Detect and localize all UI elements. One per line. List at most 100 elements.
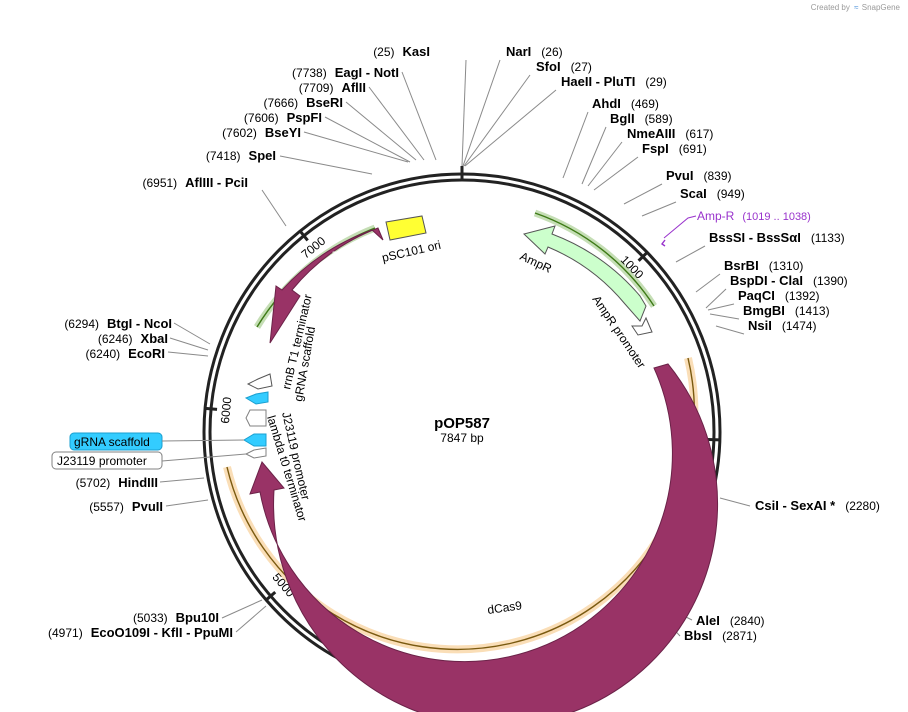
site-name: HindIII (118, 475, 158, 490)
site-name: BsrBI (724, 258, 759, 273)
site-position: (5033) (133, 611, 168, 625)
site-position: (1474) (782, 319, 817, 333)
callout-grna-box (69, 432, 163, 451)
site-leader (462, 59, 501, 167)
primer-name: Amp-R (697, 209, 735, 223)
site-leader (159, 477, 205, 483)
feature-arrow-j23119-1 (245, 409, 267, 427)
restriction-site: CsiI - SexAI *(2280) (755, 498, 880, 513)
site-position: (1390) (813, 274, 848, 288)
site-leader (623, 183, 663, 205)
restriction-site: BbsI(2871) (684, 628, 757, 643)
restriction-sites: (25) KasI NarI(26)SfoI(27)HaeII - PluTI (29… (48, 44, 880, 643)
restriction-site: (7738)EagI - NotI (292, 65, 399, 80)
site-name: AflII (341, 80, 366, 95)
restriction-site: BspDI - ClaI(1390) (730, 273, 848, 288)
primer-amp-r: Amp-R (1019 .. 1038) (660, 209, 811, 247)
site-position: (469) (631, 97, 659, 111)
primer-label: Amp-R (1019 .. 1038) (697, 209, 811, 223)
site-position: (7666) (263, 96, 298, 110)
site-name: EcoRI (128, 346, 165, 361)
snapgene-credit: Created by ≈ SnapGene (811, 3, 900, 12)
feature-label-psc101: pSC101 ori (381, 238, 443, 265)
site-position: (1392) (785, 289, 820, 303)
site-leader (707, 303, 735, 311)
restriction-site: (25) KasI (373, 44, 430, 59)
site-leader (461, 59, 467, 167)
restriction-site: NarI(26) (506, 44, 563, 59)
site-position: (2280) (845, 499, 880, 513)
site-name: AleI (696, 613, 720, 628)
site-name: SpeI (249, 148, 276, 163)
site-leader (464, 89, 557, 167)
primer-range: (1019 .. 1038) (742, 211, 811, 223)
feature-arrow-grna-2 (243, 433, 267, 447)
site-leader (169, 337, 209, 351)
tick-mark (265, 590, 277, 602)
site-name: BbsI (684, 628, 712, 643)
site-position: (29) (645, 75, 666, 89)
feature-label-ampr: AmpR (518, 249, 554, 276)
site-name: PaqCI (738, 288, 775, 303)
restriction-site: (7666)BseRI (263, 95, 343, 110)
feature-arrow-j23119-2 (244, 447, 267, 459)
site-leader (167, 351, 209, 357)
site-position: (6294) (64, 317, 99, 331)
feature-arrow-ampr (523, 225, 647, 322)
site-position: (7606) (244, 111, 279, 125)
restriction-site: BssSI - BssSαI(1133) (709, 230, 845, 245)
site-position: (949) (717, 187, 745, 201)
restriction-site: (6240)EcoRI (85, 346, 165, 361)
site-name: BssSI - BssSαI (709, 230, 801, 245)
restriction-site: SfoI(27) (536, 59, 592, 74)
site-leader (324, 116, 411, 163)
site-position: (839) (703, 169, 731, 183)
site-leader (675, 245, 706, 263)
restriction-site: PvuI (839) (666, 168, 731, 183)
restriction-site: (7602) BseYI (222, 125, 301, 140)
site-leader (235, 605, 267, 633)
site-leader (221, 599, 263, 619)
site-position: (4971) (48, 626, 83, 640)
site-position: (7709) (299, 81, 334, 95)
site-leader (165, 499, 209, 507)
site-leader (401, 71, 437, 161)
restriction-site: (6951)AflIII - PciI (142, 175, 248, 190)
site-leader (463, 74, 531, 167)
restriction-site: PaqCI (1392) (738, 288, 820, 303)
restriction-site: AhdI (469) (592, 96, 659, 111)
feature-arrow-rrnb (246, 373, 273, 390)
restriction-site: NsiI(1474) (748, 318, 817, 333)
site-position: (25) (373, 45, 394, 59)
feature-label-dcas9: dCas9 (486, 598, 523, 617)
site-position: (7738) (292, 66, 327, 80)
site-position: (7418) (206, 149, 241, 163)
site-position: (617) (685, 127, 713, 141)
plasmid-name: pOP587 (434, 415, 490, 432)
site-name: KasI (403, 44, 430, 59)
tick-label: 6000 (218, 396, 234, 424)
site-name: PspFI (287, 110, 322, 125)
tick-mark (637, 251, 649, 262)
site-name: BseYI (265, 125, 301, 140)
site-leader (368, 86, 425, 161)
credit-prefix: Created by (810, 3, 850, 12)
restriction-site: (5702)HindIII (76, 475, 158, 490)
restriction-site: (7418) SpeI (206, 148, 276, 163)
site-leader (719, 497, 751, 507)
site-name: HaeII - PluTI (561, 74, 635, 89)
callout-grna-leader (161, 439, 245, 442)
site-name: SfoI (536, 59, 561, 74)
site-position: (7602) (222, 126, 257, 140)
site-leader (303, 131, 409, 163)
site-name: AhdI (592, 96, 621, 111)
callout-j23119-leader (161, 453, 247, 462)
site-position: (6951) (142, 176, 177, 190)
site-name: BtgI - NcoI (107, 316, 172, 331)
callout-j23119-label: J23119 promoter (57, 454, 147, 468)
site-name: PvuI (666, 168, 693, 183)
callout-grna-label: gRNA scaffold (74, 435, 150, 449)
site-name: BmgBI (743, 303, 785, 318)
restriction-site: (6246)XbaI (98, 331, 168, 346)
